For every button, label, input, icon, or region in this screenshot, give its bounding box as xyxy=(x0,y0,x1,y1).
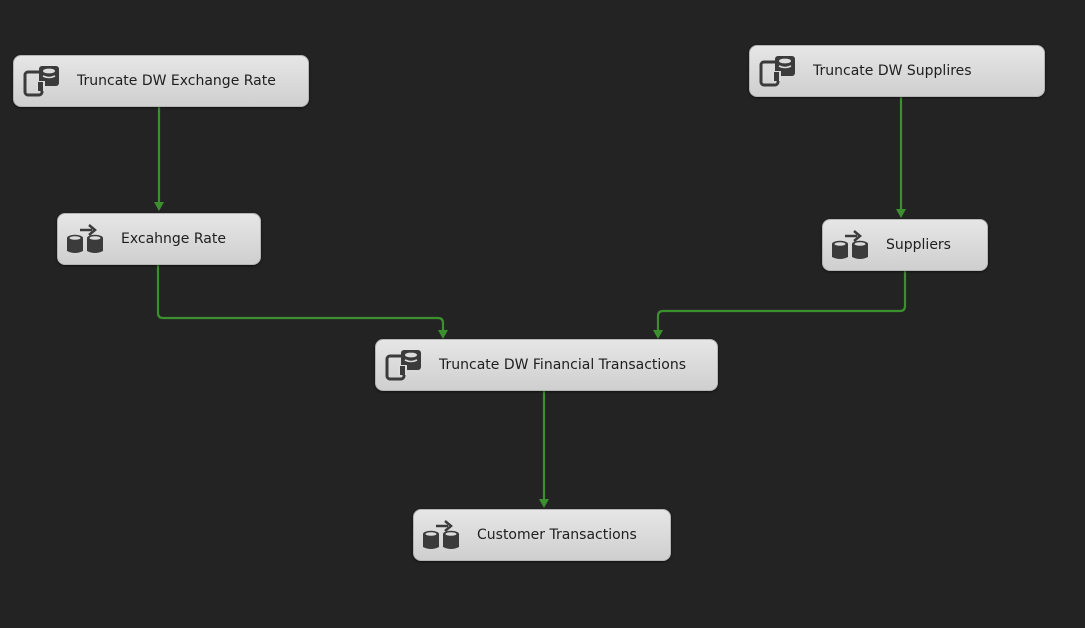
execute-sql-task-icon xyxy=(756,51,800,91)
task-label: Excahnge Rate xyxy=(121,231,226,247)
data-flow-task-icon xyxy=(829,225,873,265)
task-label: Truncate DW Financial Transactions xyxy=(439,357,687,373)
task-label: Truncate DW Exchange Rate xyxy=(77,73,276,89)
task-label: Customer Transactions xyxy=(477,527,637,543)
arrowhead-icon xyxy=(896,209,906,218)
task-truncate-dw-exchange-rate[interactable]: Truncate DW Exchange Rate xyxy=(13,55,309,107)
arrowhead-icon xyxy=(154,202,164,211)
connector-suppliers-to-truncate-financial[interactable] xyxy=(656,271,907,335)
execute-sql-task-icon xyxy=(20,61,64,101)
task-label: Suppliers xyxy=(886,237,951,253)
task-exchange-rate[interactable]: Excahnge Rate xyxy=(57,213,261,265)
task-truncate-dw-suppliers[interactable]: Truncate DW Supplires xyxy=(749,45,1045,97)
data-flow-task-icon xyxy=(420,515,464,555)
execute-sql-task-icon xyxy=(382,345,426,385)
connector-exchange-rate-to-truncate-financial[interactable] xyxy=(156,265,445,335)
task-truncate-dw-financial-transactions[interactable]: Truncate DW Financial Transactions xyxy=(375,339,718,391)
task-label: Truncate DW Supplires xyxy=(813,63,972,79)
arrowhead-icon xyxy=(438,330,448,339)
arrowhead-icon xyxy=(539,499,549,508)
task-customer-transactions[interactable]: Customer Transactions xyxy=(413,509,671,561)
data-flow-task-icon xyxy=(64,219,108,259)
task-suppliers[interactable]: Suppliers xyxy=(822,219,988,271)
arrowhead-icon xyxy=(653,330,663,339)
